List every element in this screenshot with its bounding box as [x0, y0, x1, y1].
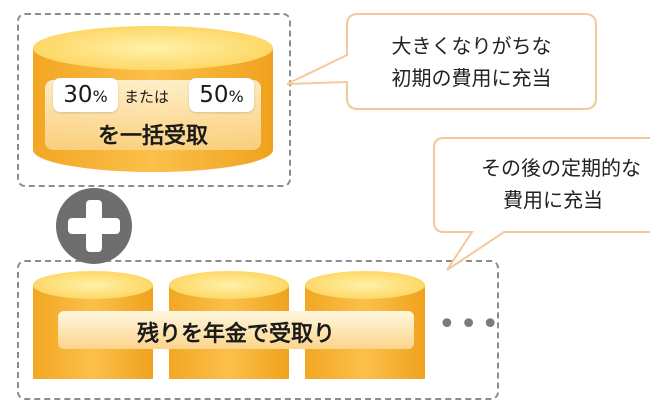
plus-icon — [56, 188, 132, 264]
value-a-unit: % — [92, 87, 108, 106]
callout-bottom-line2: 費用に充当 — [503, 188, 603, 212]
callout-bottom-line1: その後の定期的な — [481, 156, 641, 180]
value-a: 30 — [63, 82, 93, 108]
callout-bottom-bubble — [433, 137, 650, 271]
value-b-number: 50% — [199, 82, 243, 108]
callout-top-line1: 大きくなりがちな — [391, 34, 552, 58]
callout-top-bubble — [286, 13, 597, 110]
diagram-graphics — [33, 13, 650, 379]
value-b-pill: 50% — [189, 78, 254, 112]
callout-top-line2: 初期の費用に充当 — [391, 66, 552, 90]
continuation-dots: ••• — [438, 307, 504, 342]
lump-sum-caption: を一括受取 — [97, 124, 208, 149]
value-b: 50 — [199, 82, 229, 108]
value-a-pill: 30% — [53, 78, 118, 112]
connector-text: または — [124, 88, 170, 106]
value-b-unit: % — [228, 87, 244, 106]
pension-caption: 残りを年金で受取り — [136, 322, 335, 347]
lump-sum-group-box — [17, 13, 291, 187]
pension-caption-band — [58, 311, 414, 349]
value-a-number: 30% — [63, 82, 107, 108]
